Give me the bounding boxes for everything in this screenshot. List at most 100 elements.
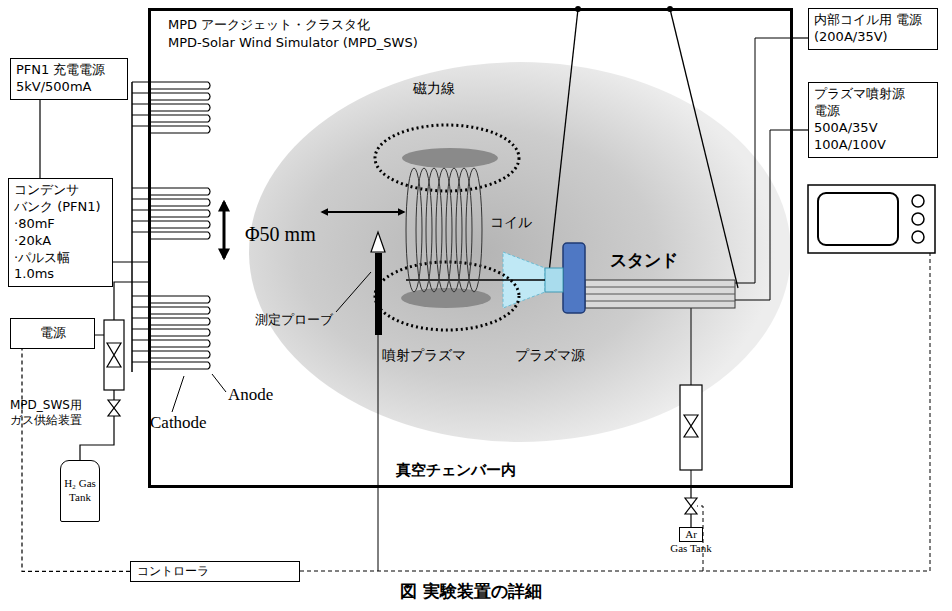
probe-signal-wire — [378, 335, 379, 571]
plasma-source — [545, 268, 563, 292]
field-line — [375, 262, 519, 330]
box-text: 真空チェンバー内 — [396, 461, 516, 481]
valve-symbol — [107, 343, 121, 367]
cathode-leader — [172, 376, 184, 412]
part-label: スタンド — [610, 250, 678, 271]
wire — [80, 282, 148, 460]
monitor-knob — [912, 231, 924, 243]
coil-turn — [416, 168, 432, 292]
wire — [793, 37, 808, 38]
coil-turn — [426, 168, 442, 292]
equipment-box: 電源 — [10, 318, 95, 349]
electrode-loop — [132, 115, 210, 122]
electrode-loop — [132, 188, 210, 195]
electrode-loop — [132, 362, 210, 369]
suspension-wire — [548, 9, 578, 282]
monitor-knob — [912, 195, 924, 207]
h2-valve-box — [104, 320, 124, 390]
valve-symbol — [108, 400, 120, 416]
axis-line — [406, 279, 545, 280]
valve-wire — [95, 335, 104, 336]
control-line — [300, 253, 930, 571]
part-label: Cathode — [150, 412, 207, 433]
electrode-loop — [132, 318, 210, 325]
part-label: プラズマ源 — [515, 347, 585, 365]
electrode-loop — [132, 307, 210, 314]
vacuum-chamber: MPD アークジェット・クラスタ化MPD-Solar Wind Simulato… — [148, 8, 793, 488]
equipment-box: H₂ Gas Tank — [60, 460, 100, 522]
box-text: 100A/100V — [814, 137, 932, 154]
box-text: ·パルス幅 1.0ms — [14, 250, 107, 284]
equipment-box: 内部コイル用 電源(200A/35V) — [808, 8, 938, 50]
stand-block — [563, 243, 585, 313]
coil-turn — [406, 168, 422, 292]
monitor-screen — [818, 193, 898, 245]
electrode-loop — [132, 351, 210, 358]
part-label: コイル — [490, 214, 532, 232]
electrode-loop — [132, 329, 210, 336]
box-text: Gas Tank — [666, 542, 716, 555]
coil-turn — [456, 168, 472, 292]
dimension-arrow — [223, 202, 226, 258]
coil-turn — [436, 168, 452, 292]
monitor-device — [808, 185, 935, 253]
source-wire — [735, 130, 793, 300]
box-text: ·80mF — [14, 216, 107, 233]
equipment-box: ArGas Tank — [666, 527, 716, 555]
box-text: MPD アークジェット・クラスタ化 — [168, 17, 370, 34]
plasma-cloud — [402, 148, 498, 168]
valve-symbol — [685, 498, 697, 514]
box-text: プラズマ噴射源 電源 — [814, 86, 932, 120]
stand-arm — [585, 280, 735, 308]
part-label: 噴射プラズマ — [382, 347, 466, 365]
bus-bar — [131, 82, 133, 372]
part-label: 磁力線 — [413, 80, 455, 98]
equipment-box: コンデンサ バンク (PFN1)·80mF·20kA·パルス幅 1.0ms — [8, 178, 113, 287]
box-text: 5kV/500mA — [16, 79, 122, 96]
wire — [113, 261, 148, 262]
probe-leader — [336, 272, 371, 312]
electrode-loop — [132, 82, 210, 89]
coil-turn — [446, 168, 462, 292]
part-label: 測定プローブ — [255, 312, 333, 328]
equipment-box: コントローラ — [130, 561, 300, 582]
electrode-loop — [132, 232, 210, 239]
coil-windings — [406, 168, 482, 292]
monitor-knob — [912, 213, 924, 225]
plasma-region — [249, 62, 791, 442]
electrode-loop — [132, 199, 210, 206]
equipment-box: PFN1 充電電源5kV/500mA — [10, 58, 128, 100]
box-text: PFN1 充電電源 — [16, 62, 122, 79]
coil-turn — [466, 168, 482, 292]
wire — [39, 100, 40, 178]
probe-rod — [375, 253, 382, 335]
coil-wire — [735, 38, 793, 283]
box-text: 500A/35V — [814, 120, 932, 137]
box-text: コントローラ — [137, 563, 293, 580]
electrode-loop — [132, 296, 210, 303]
electrode-loop — [132, 93, 210, 100]
box-text: H₂ Gas Tank — [63, 477, 97, 505]
box-text: ·20kA — [14, 233, 107, 250]
electrode-loop — [132, 126, 210, 133]
electrode-array — [132, 82, 210, 369]
electrode-loop — [132, 104, 210, 111]
field-line — [375, 125, 519, 191]
probe-tip — [371, 232, 385, 252]
equipment-box: プラズマ噴射源 電源500A/35V100A/100V — [808, 82, 938, 158]
stand-arm-lines — [585, 287, 735, 301]
box-text: コンデンサ バンク (PFN1) — [14, 182, 107, 216]
figure-caption: 図 実験装置の詳細 — [400, 581, 542, 602]
valve-symbol — [684, 415, 698, 437]
electrode-loop — [132, 221, 210, 228]
dimension-arrow — [322, 211, 404, 213]
anode-leader — [212, 374, 226, 392]
ar-valve-box — [680, 385, 702, 470]
box-text: 内部コイル用 電源(200A/35V) — [814, 12, 932, 46]
part-label: Φ50 mm — [245, 222, 316, 247]
suspension-wire — [670, 9, 738, 288]
electrode-loop — [132, 340, 210, 347]
part-label: Anode — [228, 384, 273, 405]
